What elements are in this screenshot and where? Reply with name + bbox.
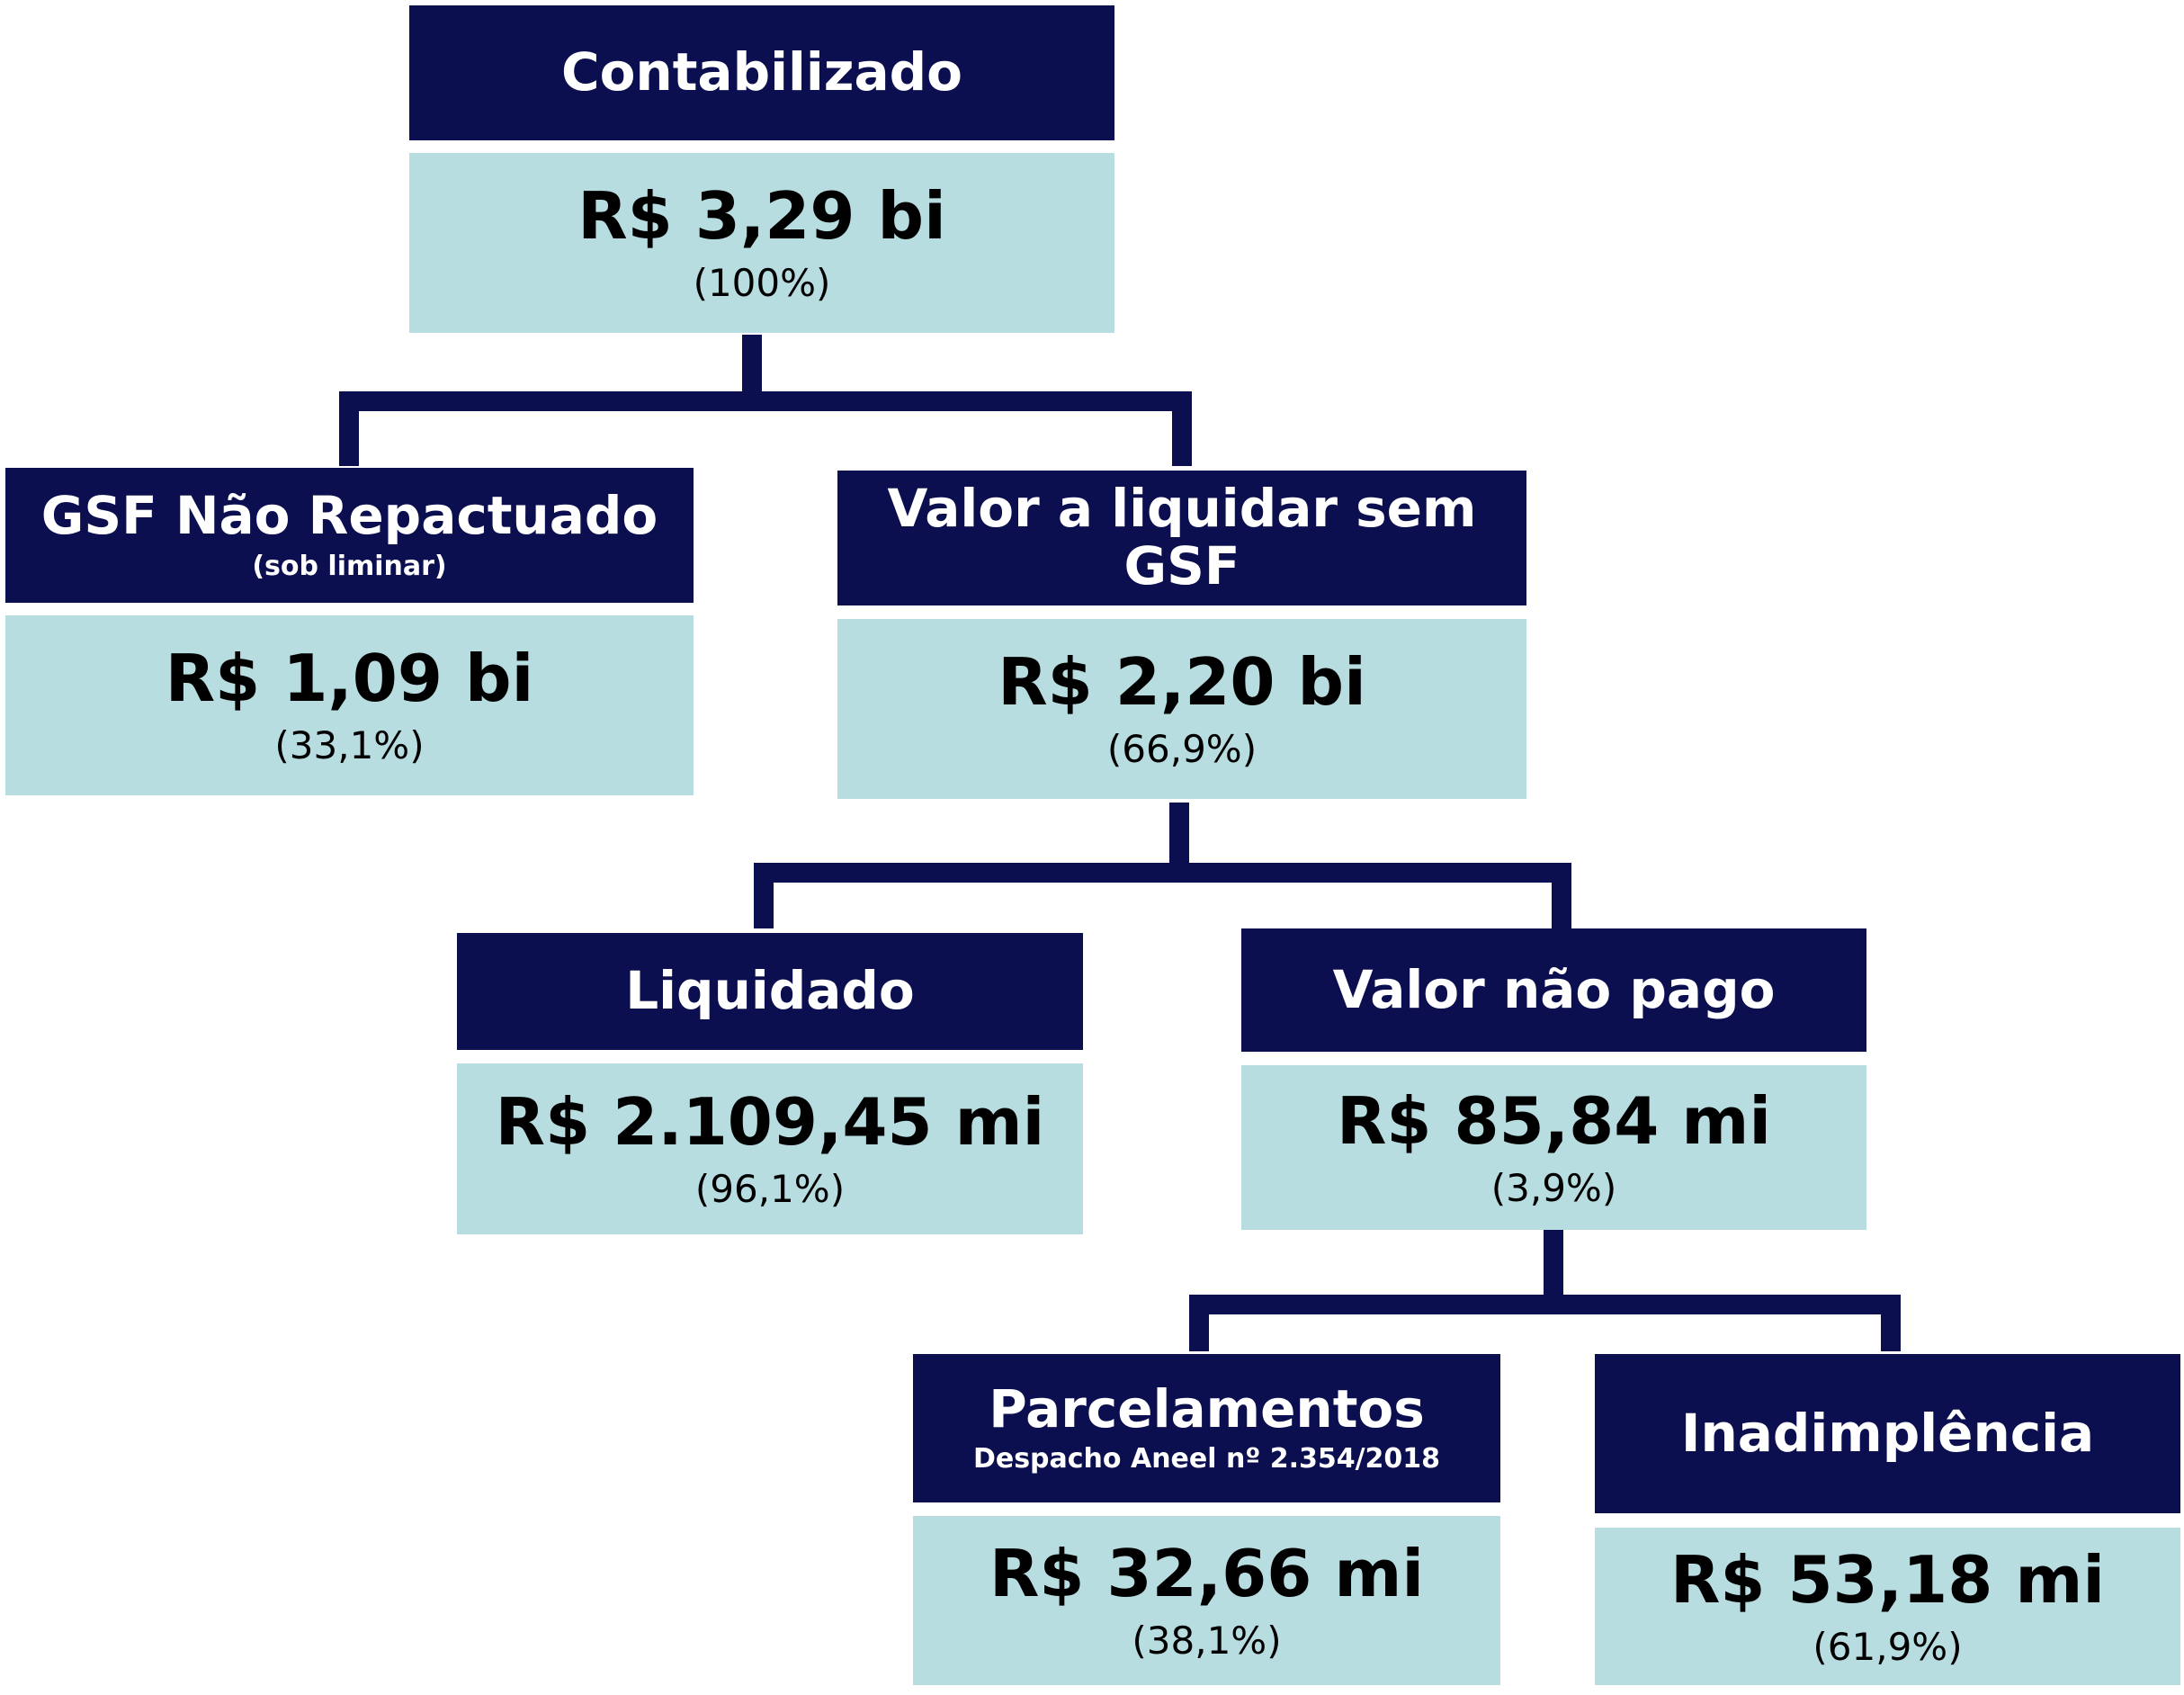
node-valor-a-liquidar-header: Valor a liquidar sem GSF	[837, 471, 1526, 605]
connector-lower-branch	[1189, 1295, 1901, 1351]
node-parcelamentos-value: R$ 32,66 mi	[989, 1536, 1425, 1612]
node-inadimplencia-body: R$ 53,18 mi (61,9%)	[1595, 1528, 2180, 1685]
node-inadimplencia-header: Inadimplência	[1595, 1354, 2180, 1513]
node-contabilizado-title: Contabilizado	[561, 41, 962, 103]
node-parcelamentos-subtitle: Despacho Aneel nº 2.354/2018	[972, 1443, 1441, 1475]
node-gsf-value: R$ 1,09 bi	[165, 641, 534, 717]
node-gsf-title: GSF Não Repactuado	[40, 485, 658, 547]
node-inadimplencia-percent: (61,9%)	[1813, 1624, 1963, 1669]
node-liquidado-title: Liquidado	[625, 960, 915, 1022]
node-parcelamentos-percent: (38,1%)	[1132, 1619, 1282, 1664]
node-parcelamentos: Parcelamentos Despacho Aneel nº 2.354/20…	[913, 1354, 1500, 1685]
node-liquidado-header: Liquidado	[457, 933, 1083, 1050]
node-gsf-subtitle: (sob liminar)	[252, 550, 447, 582]
node-parcelamentos-body: R$ 32,66 mi (38,1%)	[913, 1516, 1500, 1685]
node-valor-a-liquidar-percent: (66,9%)	[1106, 727, 1258, 772]
node-liquidado-body: R$ 2.109,45 mi (96,1%)	[457, 1063, 1083, 1234]
node-valor-a-liquidar: Valor a liquidar sem GSF R$ 2,20 bi (66,…	[837, 471, 1526, 799]
node-gsf-body: R$ 1,09 bi (33,1%)	[5, 615, 694, 795]
node-parcelamentos-title: Parcelamentos	[989, 1377, 1425, 1439]
node-gsf-header: GSF Não Repactuado (sob liminar)	[5, 468, 694, 603]
node-inadimplencia-value: R$ 53,18 mi	[1669, 1541, 2106, 1618]
node-liquidado-value: R$ 2.109,45 mi	[495, 1084, 1045, 1161]
node-contabilizado: Contabilizado R$ 3,29 bi (100%)	[409, 5, 1114, 333]
node-valor-a-liquidar-value: R$ 2,20 bi	[998, 644, 1366, 721]
node-liquidado-percent: (96,1%)	[694, 1167, 846, 1212]
node-inadimplencia-title: Inadimplência	[1680, 1402, 2095, 1464]
node-contabilizado-percent: (100%)	[693, 261, 831, 306]
node-valor-a-liquidar-body: R$ 2,20 bi (66,9%)	[837, 619, 1526, 799]
node-valor-nao-pago-value: R$ 85,84 mi	[1336, 1082, 1772, 1159]
node-valor-nao-pago-title: Valor não pago	[1332, 958, 1776, 1020]
node-liquidado: Liquidado R$ 2.109,45 mi (96,1%)	[457, 933, 1083, 1234]
node-gsf-percent: (33,1%)	[274, 723, 425, 768]
node-parcelamentos-header: Parcelamentos Despacho Aneel nº 2.354/20…	[913, 1354, 1500, 1502]
node-gsf-nao-repactuado: GSF Não Repactuado (sob liminar) R$ 1,09…	[5, 468, 694, 795]
node-contabilizado-header: Contabilizado	[409, 5, 1114, 140]
node-inadimplencia: Inadimplência R$ 53,18 mi (61,9%)	[1595, 1354, 2180, 1685]
connector-mid-branch	[754, 863, 1571, 928]
node-valor-nao-pago-percent: (3,9%)	[1490, 1165, 1617, 1210]
node-valor-nao-pago-header: Valor não pago	[1241, 928, 1866, 1052]
node-valor-a-liquidar-title: Valor a liquidar sem GSF	[887, 478, 1477, 596]
node-valor-nao-pago: Valor não pago R$ 85,84 mi (3,9%)	[1241, 928, 1866, 1230]
node-valor-nao-pago-body: R$ 85,84 mi (3,9%)	[1241, 1065, 1866, 1230]
connector-root-branch	[339, 391, 1192, 466]
node-contabilizado-body: R$ 3,29 bi (100%)	[409, 153, 1114, 333]
node-contabilizado-value: R$ 3,29 bi	[577, 178, 946, 255]
